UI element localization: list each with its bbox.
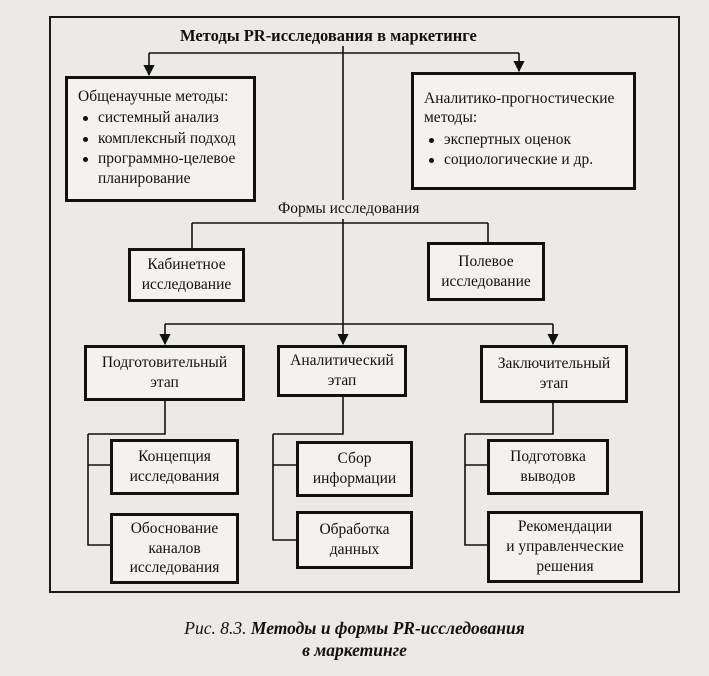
list-item: социологические и др. — [428, 150, 593, 170]
analytic-bracket — [272, 434, 296, 541]
box-line: Полевое — [458, 252, 514, 270]
diagram-frame — [49, 16, 680, 593]
box-line: этап — [539, 375, 569, 392]
analytic-stage-box: Аналитический этап — [277, 345, 407, 397]
box-line: выводов — [520, 468, 576, 485]
box-line: исследование — [141, 276, 232, 293]
final-bracket-top — [465, 403, 554, 435]
general-methods-box: Общенаучные методы: системный анализ ком… — [65, 76, 256, 202]
box-line: данных — [329, 541, 380, 558]
data-processing-box: Обработка данных — [296, 511, 413, 569]
caption-line-2: в маркетинге — [0, 640, 709, 662]
field-research-box: Полевое исследование — [427, 242, 545, 301]
analytic-methods-heading-1: Аналитико-прогностические — [424, 90, 615, 107]
box-line: Заключительный — [497, 355, 611, 373]
caption-prefix: Рис. 8.3. — [184, 618, 247, 638]
box-line: Обработка — [319, 521, 390, 539]
prep-bracket-top — [88, 401, 166, 435]
box-line: исследование — [441, 272, 531, 290]
final-stage-box: Заключительный этап — [480, 345, 628, 403]
analytic-methods-box: Аналитико-прогностические методы: экспер… — [411, 72, 636, 190]
figure-caption: Рис. 8.3. Методы и формы PR-исследования… — [0, 618, 709, 662]
box-line: исследования — [129, 559, 220, 577]
general-methods-list: системный анализ комплексный подход прог… — [78, 108, 243, 189]
box-line: Подготовка — [510, 448, 586, 466]
box-line: Подготовительный — [101, 354, 228, 372]
prep-stage-box: Подготовительный этап — [84, 345, 245, 401]
recommendations-box: Рекомендации и управленческие решения — [487, 511, 643, 583]
box-line: Кабинетное — [147, 256, 226, 274]
box-line: каналов — [148, 539, 201, 557]
info-collection-box: Сбор информации — [296, 441, 413, 497]
general-methods-heading: Общенаучные методы: — [78, 88, 229, 105]
caption-title-1: Методы и формы PR-исследования — [250, 618, 525, 638]
desk-research-box: Кабинетное исследование — [128, 248, 245, 302]
list-item: системный анализ — [83, 108, 243, 128]
box-line: Обоснование — [130, 519, 219, 537]
analytic-methods-heading-2: методы: — [424, 109, 478, 127]
analytic-methods-list: экспертных оценок социологические и др. — [424, 130, 593, 170]
analytic-bracket-top — [273, 397, 344, 435]
conclusions-box: Подготовка выводов — [487, 439, 609, 495]
box-line: Рекомендации — [517, 518, 613, 536]
box-line: исследования — [129, 468, 220, 485]
list-item: программно-целевое планирование — [83, 149, 243, 189]
box-line: Сбор — [337, 450, 372, 468]
final-bracket — [464, 434, 487, 546]
concept-box: Концепция исследования — [110, 439, 239, 495]
list-item: экспертных оценок — [428, 130, 593, 150]
diagram-title: Методы PR-исследования в маркетинге — [174, 26, 483, 46]
box-line: этап — [150, 374, 179, 391]
box-line: решения — [536, 557, 594, 575]
caption-title-2: в маркетинге — [302, 639, 407, 660]
box-line: Концепция — [138, 448, 211, 466]
box-line: этап — [327, 372, 357, 389]
box-line: и управленческие — [506, 538, 624, 556]
forms-label: Формы исследования — [274, 200, 424, 219]
caption-line-1: Рис. 8.3. Методы и формы PR-исследования — [0, 618, 709, 640]
channels-justification-box: Обоснование каналов исследования — [110, 513, 239, 584]
prep-bracket — [87, 434, 110, 546]
list-item: комплексный подход — [83, 129, 243, 149]
box-line: Аналитический — [290, 352, 394, 370]
box-line: информации — [312, 470, 397, 487]
